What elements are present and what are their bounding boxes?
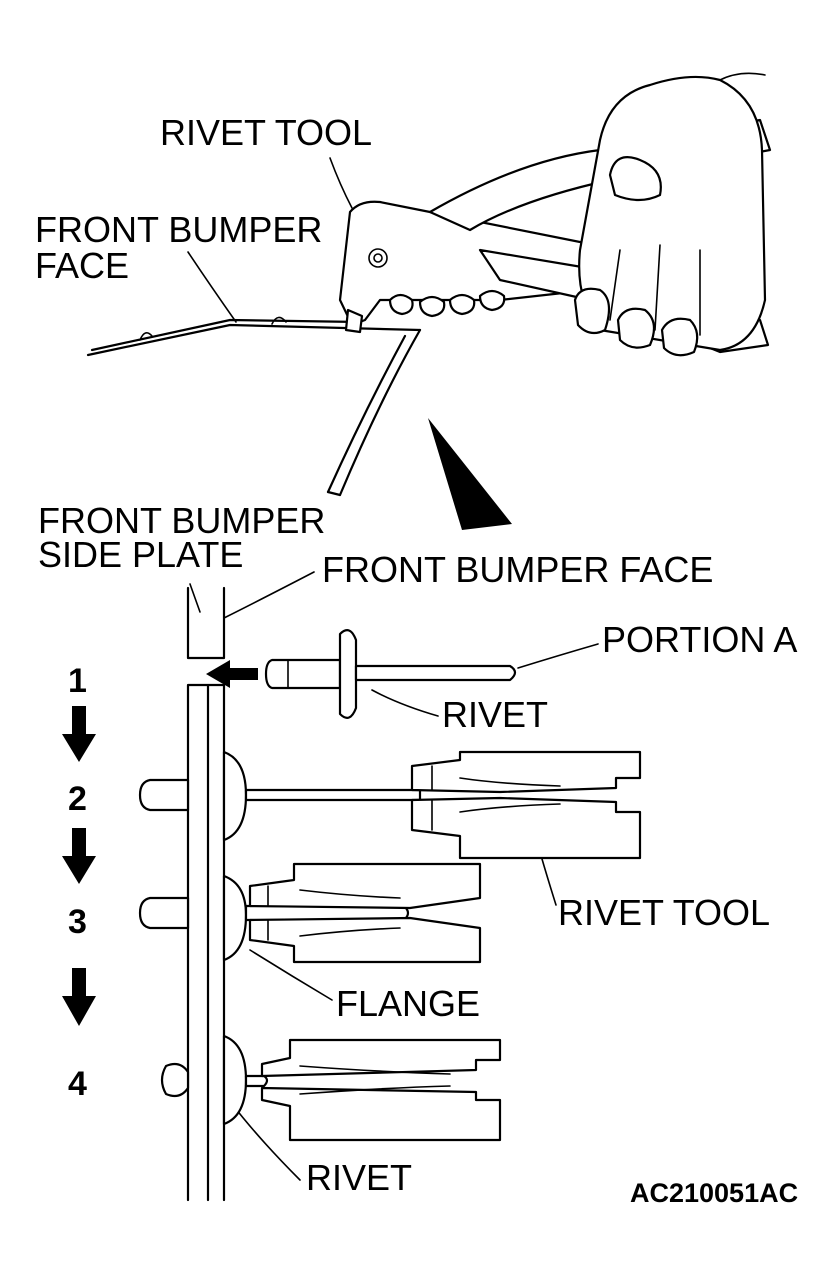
step-number-1: 1 — [68, 662, 87, 700]
step-number-2: 2 — [68, 780, 87, 818]
label-portion-a: PORTION A — [602, 619, 797, 660]
label-rivet-tool-top: RIVET TOOL — [160, 112, 372, 153]
label-side-plate-line2: SIDE PLATE — [38, 534, 243, 575]
label-rivet-tool: RIVET TOOL — [558, 892, 770, 933]
label-front-bumper-face: FRONT BUMPER FACE — [322, 549, 713, 590]
label-flange: FLANGE — [336, 983, 480, 1024]
step-3-rivet-with-tool — [138, 862, 482, 964]
label-front-bumper-face-top-line2: FACE — [35, 245, 129, 286]
step-4-set-rivet-with-tool — [160, 1034, 502, 1142]
bumper-overview-illustration — [86, 72, 772, 530]
label-side-plate-line1: FRONT BUMPER — [38, 500, 325, 541]
step-arrows — [62, 706, 96, 1026]
label-front-bumper-face-top-line1: FRONT BUMPER — [35, 209, 322, 250]
step-1-rivet — [206, 629, 517, 719]
step-2-rivet-with-tool — [138, 750, 642, 860]
step-number-3: 3 — [68, 903, 87, 941]
label-rivet-1: RIVET — [442, 694, 548, 735]
label-rivet-2: RIVET — [306, 1157, 412, 1198]
step-number-4: 4 — [68, 1065, 87, 1103]
figure-code: AC210051AC — [630, 1178, 798, 1208]
